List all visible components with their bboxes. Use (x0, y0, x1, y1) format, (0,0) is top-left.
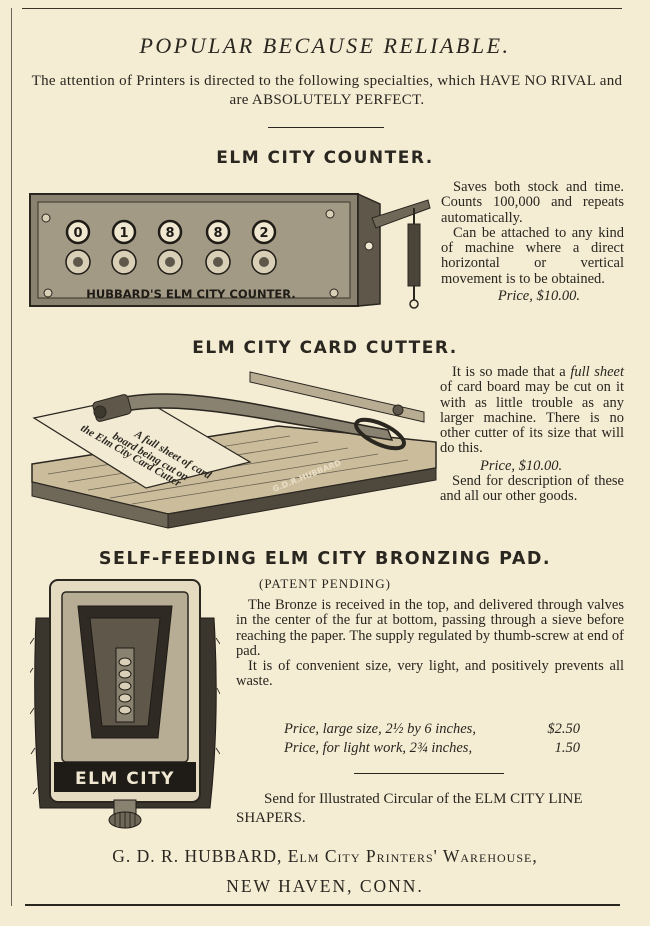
counter-knob-center (119, 257, 129, 267)
cutter-para-1: It is so made that a full sheet of card … (440, 364, 624, 457)
counter-digit: 2 (259, 226, 268, 241)
counter-illustration: 0 1 8 8 2 HUBBARD'S ELM CITY COUNTER. (29, 192, 431, 309)
footer-city: NEW HAVEN, CONN. (226, 876, 424, 896)
counter-para-1: Saves both stock and time. Counts 100,00… (441, 179, 624, 226)
pad-heading: SELF-FEEDING ELM CITY BRONZING PAD. (98, 549, 552, 569)
footer-name: G. D. R. HUBBARD, (112, 846, 283, 866)
cutter-para-1-b: of card board may be cut on it with as l… (440, 379, 624, 457)
divider (354, 773, 504, 774)
counter-knob-center (165, 257, 175, 267)
footer-place: Elm City Printers' Warehouse, (287, 846, 538, 866)
circular-note: Send for Illustrated Circular of the ELM… (236, 791, 583, 826)
counter-knob-center (213, 257, 223, 267)
counter-description: Saves both stock and time. Counts 100,00… (441, 179, 624, 305)
counter-digit-wheel (65, 219, 91, 245)
counter-para-2: Can be attached to any kind of machine w… (441, 224, 624, 287)
bottom-border (25, 904, 620, 906)
bronzing-pad-illustration: ELM CITY (30, 579, 220, 829)
counter-knob-center (73, 257, 83, 267)
pad-price-row-light: Price, for light work, 2¾ inches, 1.50 (284, 739, 580, 758)
pad-price-label: Price, large size, 2½ by 6 inches, (284, 721, 476, 737)
footer-name-line: G. D. R. HUBBARD, Elm City Printers' War… (0, 846, 650, 867)
counter-digit: 0 (73, 226, 82, 241)
pad-price-value: 1.50 (554, 740, 580, 756)
pad-valve (118, 669, 132, 679)
counter-price: Price, $10.00. (497, 288, 580, 305)
counter-plate-text: HUBBARD'S ELM CITY COUNTER. (86, 287, 295, 301)
counter-digit-wheel (205, 219, 231, 245)
cutter-para-1-a: It is so made that a (452, 364, 566, 380)
pad-valve (118, 693, 132, 703)
divider (268, 127, 384, 128)
pad-price-row-large: Price, large size, 2½ by 6 inches, $2.50 (284, 720, 580, 739)
pad-plate-text: ELM CITY (75, 769, 175, 789)
cutter-description: It is so made that a full sheet of card … (440, 364, 624, 505)
counter-heading: ELM CITY COUNTER. (216, 148, 434, 168)
cutter-para-2: Send for description of these and all ou… (440, 473, 624, 505)
counter-digit: 8 (165, 226, 174, 241)
pad-para-2: It is of convenient size, very light, an… (236, 658, 624, 690)
intro-text: The attention of Printers is directed to… (31, 73, 623, 108)
pad-valve (118, 705, 132, 715)
card-cutter-illustration: A full sheet of card board being cut on … (31, 371, 437, 529)
counter-digit: 8 (213, 226, 222, 241)
counter-digit-wheel (157, 219, 183, 245)
counter-digit: 1 (119, 226, 128, 241)
pad-description: The Bronze is received in the top, and d… (236, 597, 624, 690)
pad-price-value: $2.50 (547, 721, 580, 737)
top-border (22, 8, 622, 9)
left-border (11, 8, 12, 906)
counter-knob-center (259, 257, 269, 267)
pad-valve (118, 681, 132, 691)
counter-digit-wheel (111, 219, 137, 245)
cutter-para-1-em: full sheet (570, 364, 624, 380)
pad-price-label: Price, for light work, 2¾ inches, (284, 740, 473, 756)
pad-para-1: The Bronze is received in the top, and d… (236, 597, 624, 659)
counter-digit-wheel (251, 219, 277, 245)
cutter-heading: ELM CITY CARD CUTTER. (192, 338, 458, 358)
pad-patent-note: (PATENT PENDING) (259, 576, 391, 591)
cutter-price: Price, $10.00. (480, 457, 563, 474)
page-title: POPULAR BECAUSE RELIABLE. (139, 33, 511, 58)
pad-valve (118, 657, 132, 667)
pad-price-list: Price, large size, 2½ by 6 inches, $2.50… (284, 720, 580, 758)
